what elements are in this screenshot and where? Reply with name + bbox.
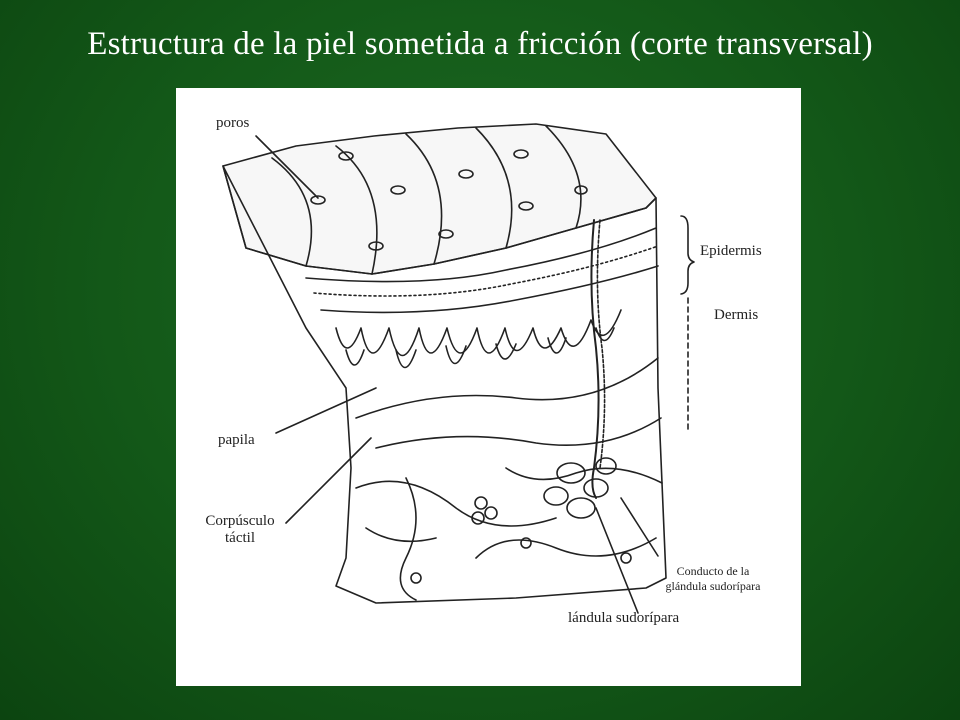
label-conducto-line1: Conducto de la — [676, 564, 750, 578]
label-dermis: Dermis — [714, 307, 759, 323]
label-epidermis: Epidermis — [700, 243, 762, 259]
sweat-gland-coil — [543, 457, 617, 519]
slide-title: Estructura de la piel sometida a fricció… — [87, 26, 873, 62]
dermal-papillae — [335, 309, 622, 357]
label-poros: poros — [216, 115, 250, 131]
label-corpusculo-line1: Corpúsculo — [205, 513, 275, 529]
label-conducto: Conducto de la glándula sudorípara — [648, 564, 778, 594]
label-corpusculo-tactil: Corpúsculo táctil — [190, 513, 290, 547]
label-papila: papila — [218, 432, 255, 448]
skin-diagram-panel: poros Epidermis Dermis papila Corpúsculo… — [176, 88, 801, 686]
sweat-duct — [590, 219, 600, 499]
epidermis-brace — [680, 215, 695, 295]
label-corpusculo-line2: táctil — [225, 530, 255, 546]
skin-cross-section-illustration — [222, 123, 695, 614]
label-glandula: lándula sudorípara — [568, 610, 680, 626]
label-conducto-line2: glándula sudorípara — [665, 579, 761, 593]
